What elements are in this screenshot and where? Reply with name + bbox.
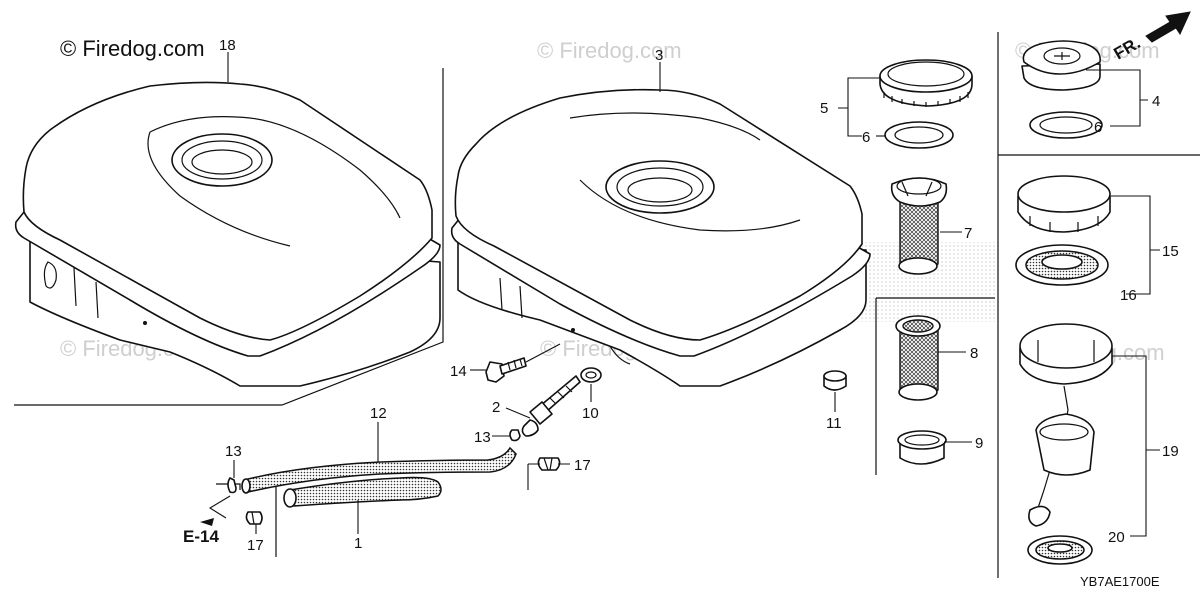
callout-7: 7 — [964, 225, 972, 242]
callout-17a: 17 — [574, 457, 591, 474]
hose-frame-left — [216, 483, 241, 490]
fuel-cap-15 — [1017, 175, 1111, 233]
hose-clamp-17a — [537, 457, 561, 471]
hose-clip-13a — [227, 477, 237, 494]
callout-15: 15 — [1162, 243, 1179, 260]
callout-3: 3 — [655, 47, 663, 64]
gasket-20 — [1027, 535, 1093, 565]
callout-4: 4 — [1152, 93, 1160, 110]
hose-clip-13b — [509, 429, 521, 442]
bolt-14 — [485, 343, 561, 383]
copyright-text: © Firedog.com — [60, 36, 205, 61]
leader-e14 — [208, 495, 231, 519]
diagram-code: YB7AE1700E — [1080, 574, 1160, 589]
fuel-cap-5 — [879, 59, 973, 107]
callout-9: 9 — [975, 435, 983, 452]
fuel-hose-1 — [283, 476, 442, 508]
leader-2 — [505, 407, 531, 419]
hose-clamp-17b — [245, 511, 263, 525]
leader-4 — [1086, 69, 1148, 127]
callout-6b: 6 — [1094, 119, 1102, 136]
fuel-tank-18 — [14, 81, 441, 387]
callout-6a: 6 — [862, 129, 870, 146]
callout-17b: 17 — [247, 537, 264, 554]
strainer-ring-9 — [897, 430, 947, 465]
callout-10: 10 — [582, 405, 599, 422]
leader-19 — [1112, 355, 1160, 537]
fuel-cap-4 — [1021, 40, 1102, 91]
watermark: © Firedog.com — [537, 38, 682, 63]
gasket-6 — [884, 121, 954, 149]
leader-17a — [527, 463, 570, 490]
callout-2: 2 — [492, 399, 500, 416]
front-arrow-icon — [1145, 11, 1191, 43]
leader-15 — [1110, 195, 1160, 295]
leader-5 — [838, 77, 880, 137]
callout-19: 19 — [1162, 443, 1179, 460]
callout-18: 18 — [219, 37, 236, 54]
callout-14: 14 — [450, 363, 467, 380]
fuel-valve-2 — [521, 375, 581, 437]
fuel-hose-12 — [241, 446, 517, 494]
plug-11 — [823, 370, 847, 391]
callout-16: 16 — [1120, 287, 1137, 304]
left-tank-frame — [14, 68, 444, 406]
callout-8: 8 — [970, 345, 978, 362]
fuel-strainer-7 — [890, 177, 948, 275]
fuel-strainer-8 — [895, 315, 941, 401]
gasket-16 — [1015, 244, 1109, 286]
callout-5: 5 — [820, 100, 828, 117]
callout-13a: 13 — [225, 443, 242, 460]
callout-13b: 13 — [474, 429, 491, 446]
fuel-tank-3 — [450, 88, 871, 387]
fuel-cap-19 — [1019, 323, 1113, 527]
callout-1: 1 — [354, 535, 362, 552]
reference-label: E-14 — [183, 527, 219, 546]
e14-arrow-icon — [200, 518, 214, 526]
gasket-6b — [1029, 111, 1103, 139]
o-ring-10 — [580, 367, 602, 383]
callout-11: 11 — [826, 415, 842, 432]
callout-12: 12 — [370, 405, 387, 422]
callout-20: 20 — [1108, 529, 1125, 546]
